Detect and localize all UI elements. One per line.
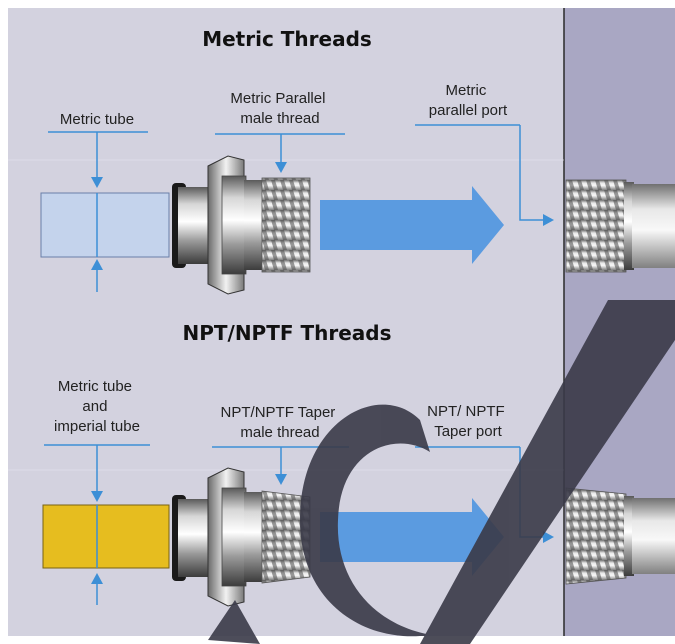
- panel-grid: [8, 159, 564, 471]
- thread-label: NPT/NPTF Taper male thread: [221, 404, 340, 441]
- flow-arrow-icon: [320, 498, 504, 576]
- tube-arrow-up: [91, 259, 103, 270]
- port-label: Metric parallel port: [429, 82, 508, 119]
- section-title: NPT/NPTF Threads: [182, 321, 391, 345]
- watermark-logo: [208, 300, 675, 644]
- imperial-tube: [42, 504, 170, 569]
- tube-label: Metric tube: [60, 111, 134, 128]
- threaded-fitting-icon: [172, 155, 311, 295]
- threaded-fitting-icon: [172, 467, 311, 607]
- flow-arrow-icon: [320, 186, 504, 264]
- section-title: Metric Threads: [202, 27, 372, 51]
- port-label: NPT/ NPTF Taper port: [427, 403, 509, 440]
- section-npt: NPT/NPTF Threads Metric tube and imperia…: [42, 321, 675, 607]
- threaded-port-icon: [565, 487, 675, 585]
- thread-label: Metric Parallel male thread: [230, 90, 329, 127]
- threaded-port-icon: [565, 179, 675, 273]
- tube-label: Metric tube and imperial tube: [54, 378, 140, 435]
- metric-tube: [40, 192, 170, 258]
- tube-arrow-down: [91, 177, 103, 188]
- section-metric: Metric Threads Metric tube Metric Parall…: [40, 27, 675, 295]
